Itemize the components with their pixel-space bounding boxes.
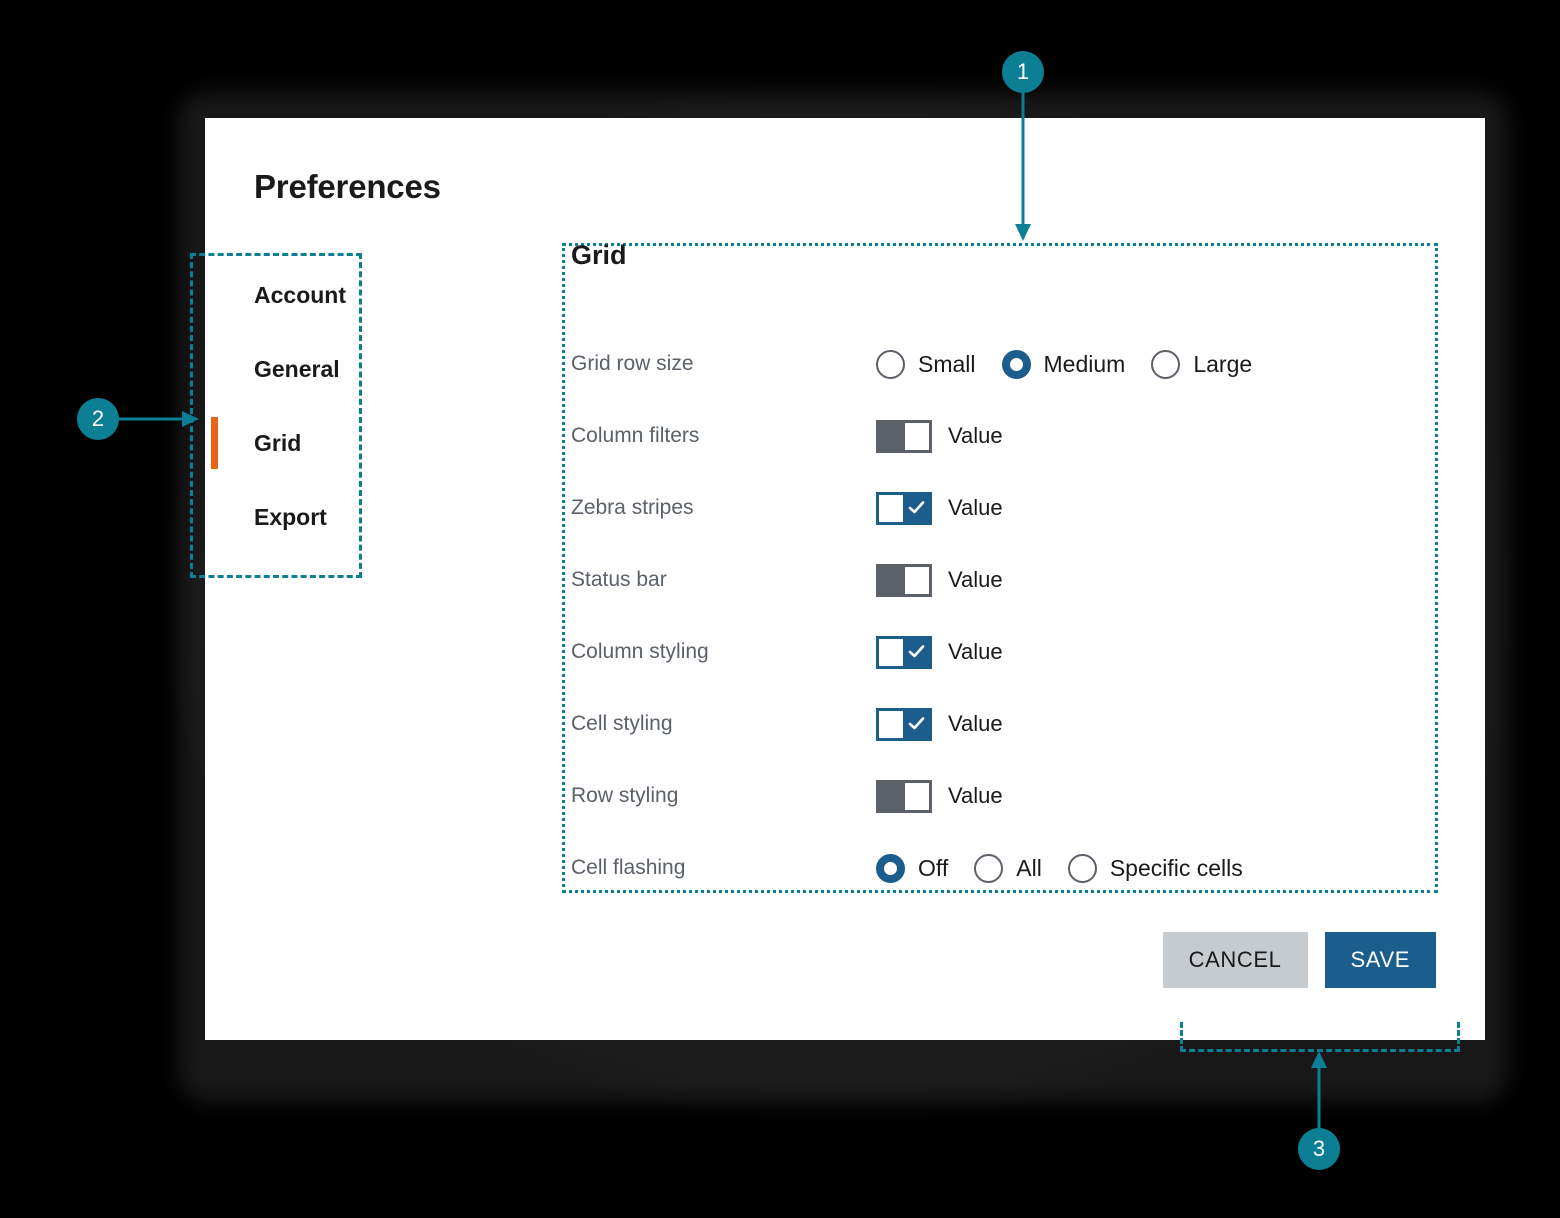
setting-row: Row styling Value: [571, 760, 1441, 832]
dialog-footer: CANCEL SAVE: [1162, 932, 1436, 988]
radio-option-label: All: [1016, 854, 1042, 881]
toggle-switch-off[interactable]: [876, 419, 932, 453]
sidebar-item-label: Export: [254, 503, 327, 530]
setting-label: Grid row size: [571, 352, 694, 375]
radio-selected-icon[interactable]: [876, 853, 905, 883]
toggle-value-label: Value: [948, 639, 1003, 664]
setting-control: Value: [876, 563, 1003, 597]
panel-title: Grid: [571, 240, 627, 270]
radio-option-medium[interactable]: Medium: [1001, 349, 1126, 379]
setting-label: Zebra stripes: [571, 496, 694, 519]
setting-label: Cell flashing: [571, 856, 686, 879]
setting-control: Value: [876, 707, 1003, 741]
toggle-knob: [879, 782, 905, 810]
setting-control: Small Medium Large: [876, 349, 1278, 379]
radio-unselected-icon[interactable]: [974, 853, 1004, 883]
radio-option-label: Medium: [1043, 350, 1126, 377]
setting-row: Column styling Value: [571, 616, 1441, 688]
setting-label: Column styling: [571, 640, 709, 663]
sidebar-active-indicator: [211, 417, 218, 469]
sidebar-item-label: Grid: [254, 429, 302, 456]
radio-unselected-icon[interactable]: [1151, 349, 1181, 379]
setting-row: Status bar Value: [571, 544, 1441, 616]
radio-option-label: Specific cells: [1109, 854, 1243, 881]
sidebar-item-label: General: [254, 355, 340, 382]
setting-label: Row styling: [571, 784, 679, 807]
setting-row: Grid row size Small Medium Large: [571, 328, 1441, 400]
toggle-value-label: Value: [948, 711, 1003, 736]
sidebar-item-grid[interactable]: Grid: [205, 406, 545, 480]
setting-row: Cell styling Value: [571, 688, 1441, 760]
toggle-switch-on[interactable]: [876, 707, 932, 741]
toggle-value-label: Value: [948, 567, 1003, 592]
toggle-knob: [903, 710, 929, 738]
save-button[interactable]: SAVE: [1324, 932, 1436, 988]
radio-option-label: Large: [1193, 350, 1253, 377]
sidebar-item-label: Account: [254, 281, 346, 308]
radio-option-large[interactable]: Large: [1151, 349, 1253, 379]
setting-control: Value: [876, 635, 1003, 669]
setting-row: Column filters Value: [571, 400, 1441, 472]
toggle-value-label: Value: [948, 783, 1003, 808]
page-title: Preferences: [254, 168, 441, 205]
toggle-switch-off[interactable]: [876, 779, 932, 813]
radio-group: Off All Specific cells: [876, 853, 1269, 883]
radio-option-specific-cells[interactable]: Specific cells: [1067, 853, 1243, 883]
setting-control: Value: [876, 491, 1003, 525]
toggle-switch-on[interactable]: [876, 491, 932, 525]
setting-label: Cell styling: [571, 712, 673, 735]
toggle-value-label: Value: [948, 495, 1003, 520]
setting-label: Column filters: [571, 424, 700, 447]
radio-option-small[interactable]: Small: [876, 349, 976, 379]
radio-selected-icon[interactable]: [1001, 349, 1031, 379]
sidebar-item-general[interactable]: General: [205, 332, 545, 406]
radio-option-off[interactable]: Off: [876, 853, 949, 883]
sidebar-item-export[interactable]: Export: [205, 480, 545, 554]
toggle-knob: [903, 494, 929, 522]
toggle-switch-off[interactable]: [876, 563, 932, 597]
annotation-marker-3: 3: [1298, 1128, 1340, 1170]
setting-control: Value: [876, 419, 1003, 453]
radio-group: Small Medium Large: [876, 349, 1278, 379]
setting-row: Zebra stripes Value: [571, 472, 1441, 544]
radio-option-label: Small: [918, 350, 976, 377]
toggle-value-label: Value: [948, 423, 1003, 448]
toggle-knob: [903, 638, 929, 666]
toggle-knob: [879, 422, 905, 450]
radio-option-label: Off: [918, 854, 949, 881]
radio-option-all[interactable]: All: [974, 853, 1042, 883]
toggle-knob: [879, 566, 905, 594]
toggle-switch-on[interactable]: [876, 635, 932, 669]
radio-unselected-icon[interactable]: [1067, 853, 1097, 883]
cancel-button[interactable]: CANCEL: [1162, 932, 1308, 988]
annotation-marker-2: 2: [77, 398, 119, 440]
radio-unselected-icon[interactable]: [876, 349, 905, 379]
setting-control: Value: [876, 779, 1003, 813]
setting-label: Status bar: [571, 568, 667, 591]
setting-row: Cell flashing Off All Specific cells: [571, 832, 1441, 904]
setting-control: Off All Specific cells: [876, 853, 1269, 883]
sidebar-item-account[interactable]: Account: [205, 258, 545, 332]
